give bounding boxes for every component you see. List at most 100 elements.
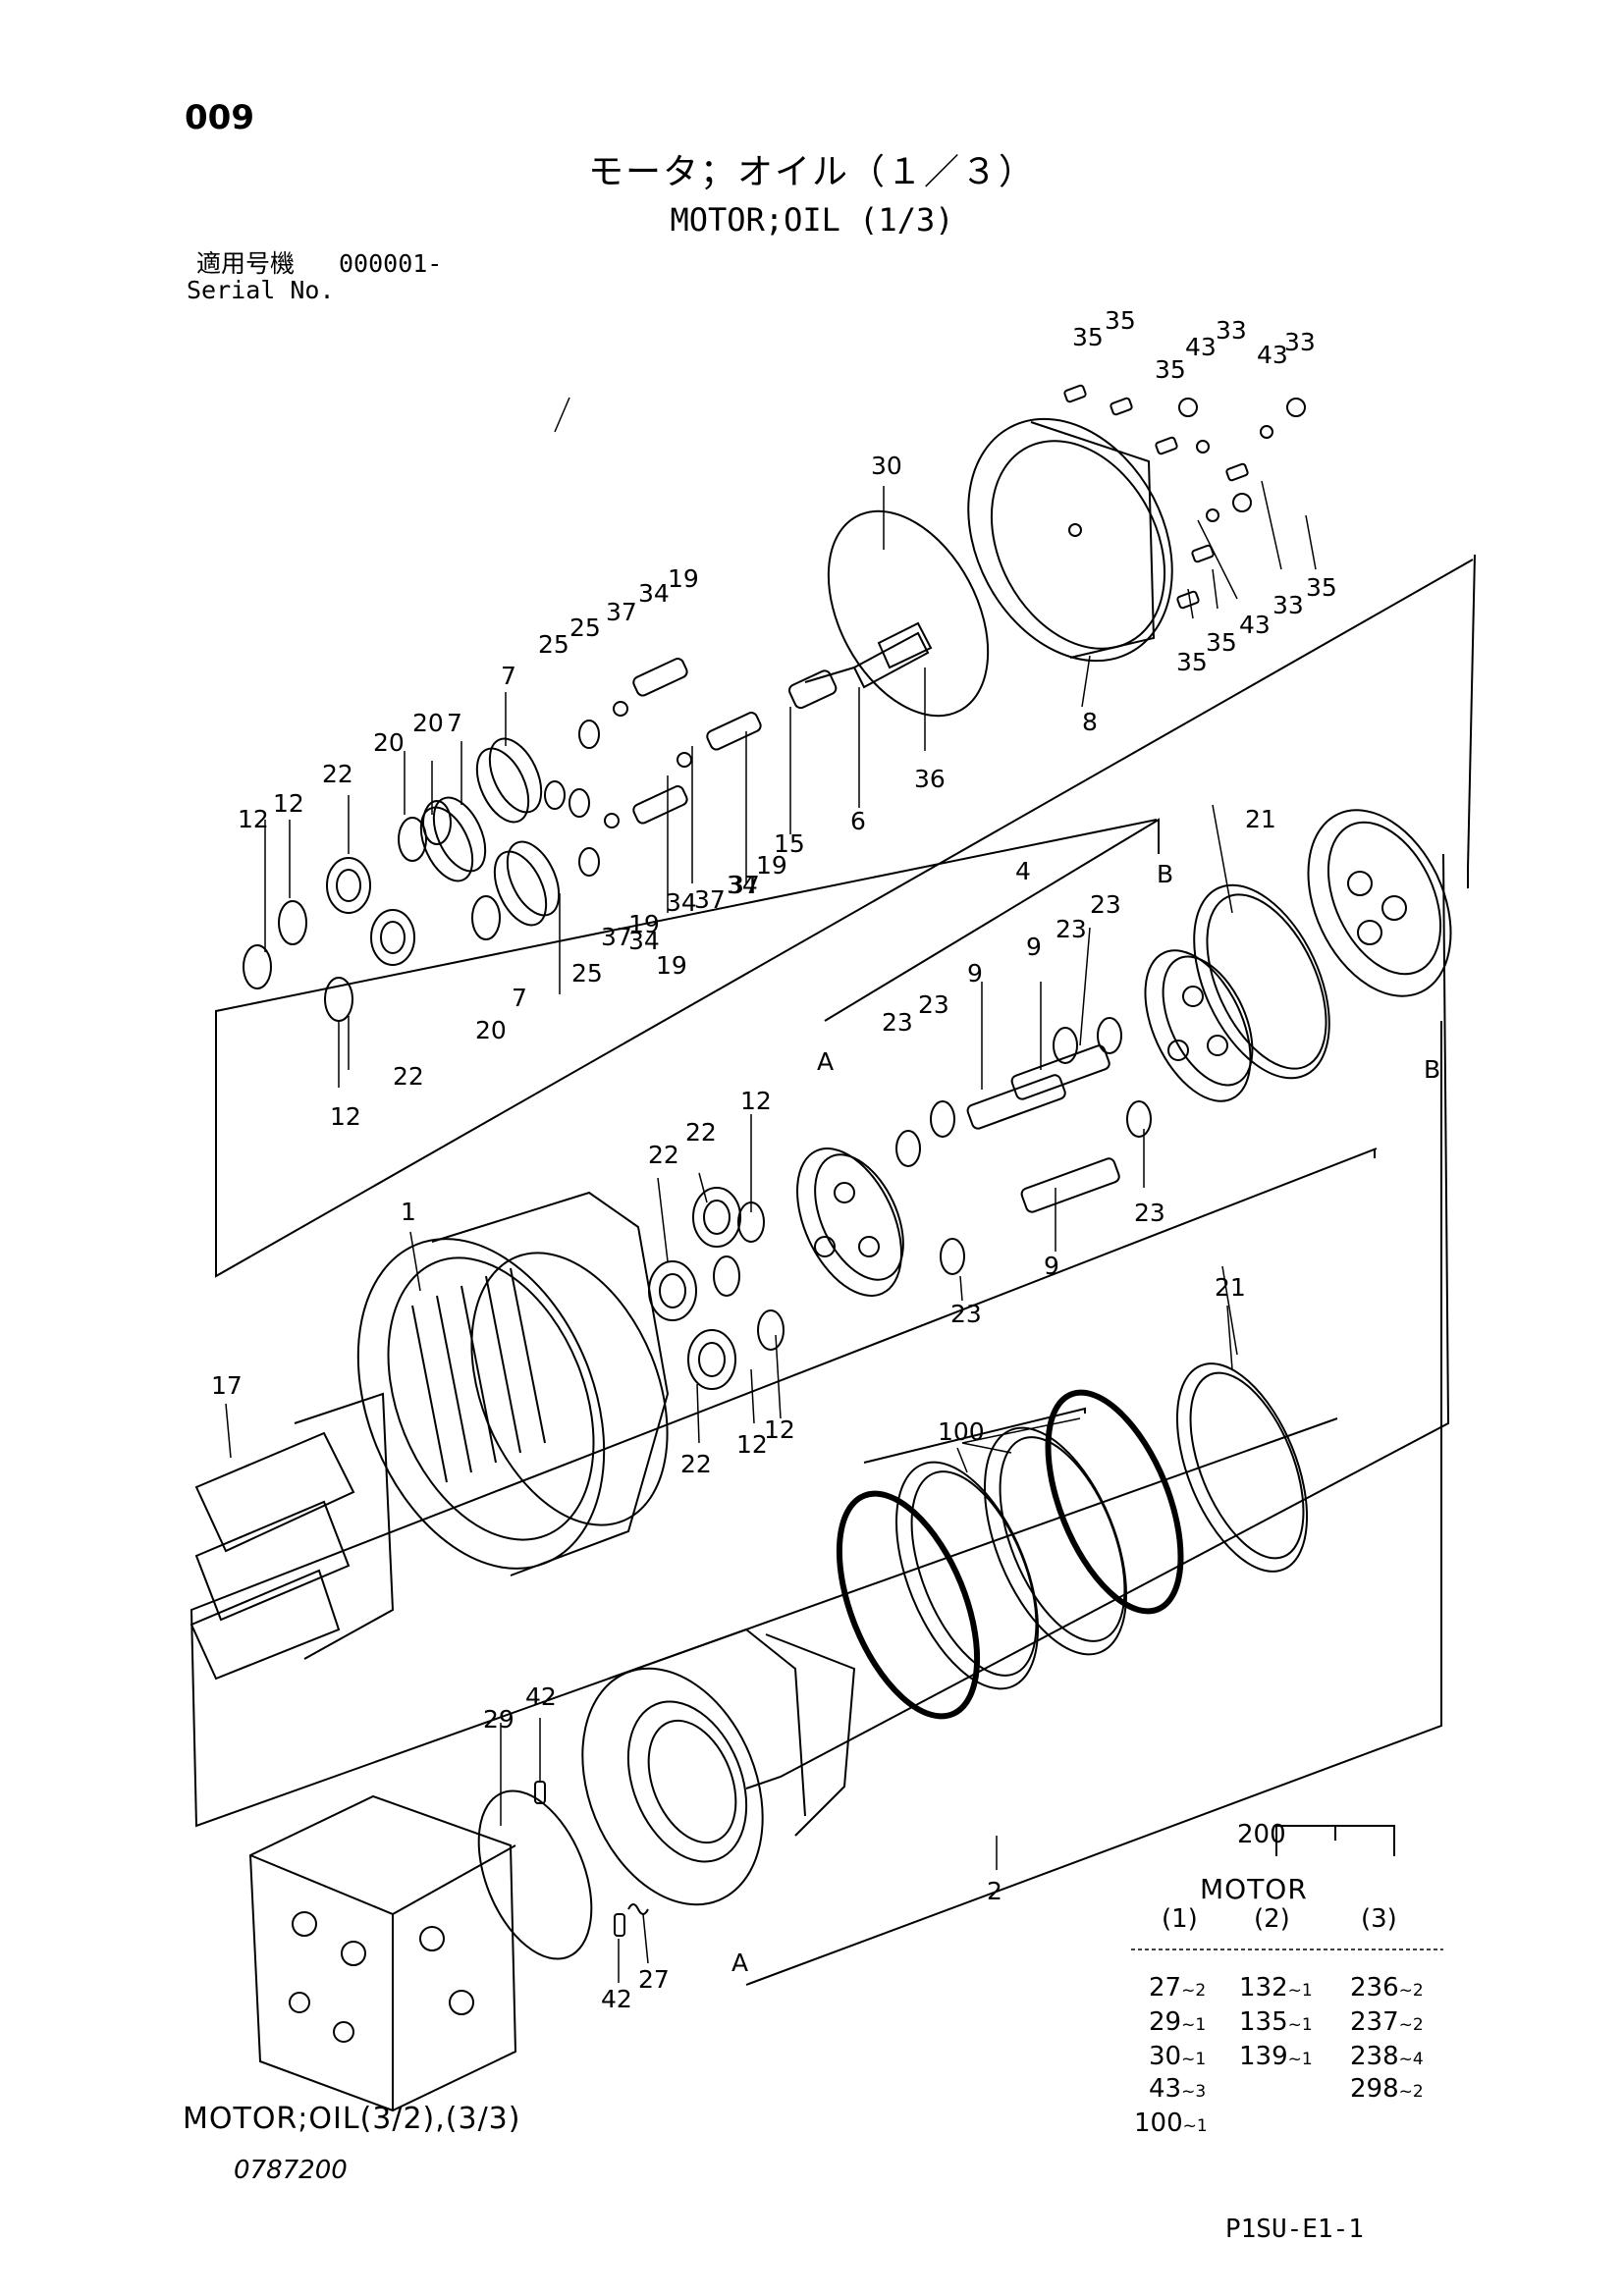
kit-column-3-header: (3): [1361, 1904, 1397, 1934]
callout-22: 22: [685, 1118, 717, 1147]
kit-entry: 238~4: [1350, 2042, 1424, 2071]
callout-34: 34: [727, 871, 758, 899]
callout-25: 25: [569, 614, 601, 642]
callout-9: 9: [967, 959, 983, 988]
callout-7: 7: [501, 662, 516, 690]
page-title-jp: モータ；オイル（１／３）: [587, 152, 1036, 192]
callout-29: 29: [483, 1705, 514, 1734]
callout-100: 100: [938, 1417, 985, 1446]
kit-entry: 27~2: [1149, 1973, 1207, 2002]
callout-9: 9: [1026, 933, 1042, 961]
seal-21-lower: [1175, 1362, 1309, 1573]
callout-23: 23: [918, 990, 949, 1019]
sleeve-15: [787, 669, 838, 710]
kit-entry: 139~1: [1239, 2042, 1313, 2071]
carrier-b: [1144, 949, 1254, 1102]
kit-group-number: 200: [1237, 1820, 1286, 1849]
callout-12: 12: [238, 805, 269, 833]
page-number: 009: [185, 98, 254, 137]
seal-21-upper: [1193, 883, 1330, 1080]
callout-20: 20: [412, 709, 444, 737]
planet-gears: [419, 737, 561, 927]
callout-23: 23: [950, 1300, 982, 1328]
callout-36: 36: [914, 765, 946, 793]
callout-33: 33: [1272, 591, 1304, 619]
callout-37: 37: [694, 885, 726, 914]
kit-entry: 236~2: [1350, 1973, 1424, 2002]
callout-21: 21: [1215, 1273, 1246, 1302]
pins-17: [189, 1392, 395, 1681]
callout-37: 37: [606, 598, 637, 626]
kit-entry: 132~1: [1239, 1973, 1313, 2002]
carrier-4: [796, 1148, 904, 1297]
serial-label-en: Serial No.: [187, 276, 335, 304]
kit-entry: 29~1: [1149, 2007, 1207, 2037]
callout-B: B: [1157, 860, 1173, 888]
callout-34: 34: [638, 579, 670, 608]
kit-entry: 30~1: [1149, 2042, 1207, 2071]
pin-27: [627, 1903, 649, 1915]
callout-12: 12: [740, 1087, 772, 1115]
guide-line: [189, 1148, 1378, 1828]
callout-35: 35: [1176, 648, 1208, 676]
callout-20: 20: [475, 1016, 507, 1044]
o-ring-29: [477, 1789, 593, 1960]
bearing-group-upper: [243, 720, 600, 1022]
serial-label-jp: 適用号機: [196, 249, 296, 278]
callout-30: 30: [871, 452, 902, 480]
hub-right: [1307, 809, 1452, 997]
callout-35: 35: [1072, 323, 1104, 351]
callout-B: B: [1424, 1055, 1440, 1084]
callout-20: 20: [373, 728, 405, 757]
callout-19: 19: [668, 564, 699, 593]
reference-note: MOTOR;OIL(3/2),(3/3): [183, 2102, 521, 2136]
callout-33: 33: [1284, 328, 1316, 356]
callout-34: 34: [666, 888, 697, 917]
callout-34: 34: [628, 927, 660, 955]
callout-2: 2: [987, 1877, 1002, 1905]
kit-column-2-header: (2): [1254, 1904, 1290, 1934]
callout-37: 37: [729, 871, 760, 899]
seal-100-a: [836, 1490, 981, 1720]
kit-title: MOTOR: [1200, 1873, 1308, 1905]
callout-23: 23: [882, 1008, 913, 1037]
footer-code: P1SU-E1-1: [1225, 2215, 1364, 2244]
guide-line: [215, 559, 1474, 1278]
callout-12: 12: [273, 789, 304, 818]
callout-7: 7: [447, 709, 462, 737]
callout-35: 35: [1155, 355, 1186, 384]
callout-1: 1: [401, 1198, 416, 1226]
kit-entry: 237~2: [1350, 2007, 1424, 2037]
seal-100-d: [1045, 1389, 1184, 1615]
callout-22: 22: [393, 1062, 424, 1091]
kit-entry: 43~3: [1149, 2074, 1207, 2104]
callout-12: 12: [330, 1102, 361, 1131]
callout-8: 8: [1082, 708, 1098, 736]
fasteners: [1063, 384, 1306, 610]
callout-7: 7: [512, 984, 527, 1012]
guide-line: [1467, 554, 1476, 888]
callout-19: 19: [756, 851, 787, 880]
kit-entry: 298~2: [1350, 2074, 1424, 2104]
pin-42-lower: [614, 1913, 625, 1937]
serial-value: 000001-: [339, 249, 443, 278]
callout-27: 27: [638, 1965, 670, 1994]
pin-assembly-upper: [604, 658, 762, 828]
callout-12: 12: [736, 1430, 768, 1459]
callout-25: 25: [538, 630, 569, 659]
callout-19: 19: [628, 910, 660, 938]
callout-22: 22: [322, 760, 353, 788]
motor-valve-block: [248, 1794, 517, 2112]
callout-6: 6: [850, 807, 866, 835]
o-ring-30: [827, 509, 990, 718]
callout-4: 4: [1015, 857, 1031, 885]
guide-line: [745, 1021, 1442, 1986]
housing-1: [356, 1191, 670, 1576]
callout-22: 22: [680, 1450, 712, 1478]
callout-9: 9: [1044, 1252, 1059, 1280]
callout-23: 23: [1090, 890, 1121, 919]
kit-column-1-header: (1): [1162, 1904, 1198, 1934]
callout-19: 19: [656, 951, 687, 980]
callout-21: 21: [1245, 805, 1276, 833]
